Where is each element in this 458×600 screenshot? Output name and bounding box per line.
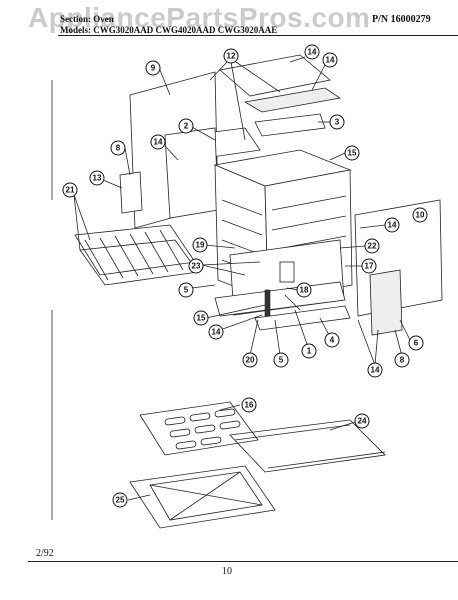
- svg-text:14: 14: [388, 221, 397, 230]
- callout-24: 24: [354, 413, 370, 429]
- callout-19: 19: [192, 237, 208, 253]
- callout-10: 14: [322, 52, 338, 68]
- svg-text:16: 16: [245, 401, 254, 410]
- svg-text:4: 4: [330, 336, 335, 345]
- callout-16: 16: [241, 397, 257, 413]
- svg-text:14: 14: [154, 138, 163, 147]
- oven-rack: [74, 224, 199, 286]
- igniter: [264, 289, 271, 317]
- side-bracket-left: [119, 171, 143, 214]
- callout-12: 14: [150, 134, 166, 150]
- broiler-rack-slide: [229, 419, 386, 473]
- models-label: Models: CWG3020AAD CWG4020AAD CWG3020AAE: [60, 25, 278, 35]
- page-number: 10: [222, 566, 232, 577]
- part-number: P/N 16000279: [372, 14, 431, 25]
- callout-8-right: 8: [394, 352, 410, 368]
- callout-1: 1: [301, 343, 317, 359]
- footer-rule: [28, 561, 458, 562]
- callout-14-left: 13: [89, 170, 105, 186]
- svg-text:15: 15: [197, 314, 206, 323]
- svg-text:13: 13: [93, 174, 102, 183]
- callout-13: 15: [344, 145, 360, 161]
- svg-text:22: 22: [368, 242, 377, 251]
- svg-text:24: 24: [358, 417, 367, 426]
- svg-text:5: 5: [184, 286, 189, 295]
- callout-14-right-bottom: 14: [367, 362, 383, 378]
- broiler-pan-insert: [139, 401, 259, 456]
- callout-22: 22: [364, 238, 380, 254]
- callout-4: 4: [324, 332, 340, 348]
- svg-text:14: 14: [308, 48, 317, 57]
- top-panel: [219, 54, 331, 97]
- svg-text:15: 15: [348, 149, 357, 158]
- svg-text:14: 14: [212, 328, 221, 337]
- callout-25: 25: [112, 492, 128, 508]
- footer-date: 2/92: [36, 548, 54, 559]
- header-rule: [58, 35, 458, 36]
- top-bracket-3: [254, 113, 326, 137]
- section-label: Section: Oven: [60, 14, 114, 24]
- igniter-bracket: [279, 261, 295, 283]
- callout-17: 17: [361, 258, 377, 274]
- callout-7: 6: [408, 335, 424, 351]
- svg-text:17: 17: [365, 262, 374, 271]
- callout-5-left: 5: [178, 282, 194, 298]
- callout-2: 2: [178, 118, 194, 134]
- burner-tube: [254, 305, 351, 331]
- callout-6: 9: [145, 60, 161, 76]
- svg-text:8: 8: [400, 356, 405, 365]
- svg-text:5: 5: [279, 356, 284, 365]
- callout-14-right: 14: [384, 217, 400, 233]
- callout-18: 18: [296, 282, 312, 298]
- watermark-logo: AppliancePartsPros.com: [28, 2, 371, 33]
- callout-15: 15: [193, 310, 209, 326]
- svg-text:6: 6: [414, 339, 419, 348]
- callout-9: 10: [412, 207, 428, 223]
- broiler-pan: [129, 465, 276, 529]
- svg-text:23: 23: [192, 262, 201, 271]
- svg-text:3: 3: [335, 118, 340, 127]
- callout-23: 23: [188, 258, 204, 274]
- svg-text:14: 14: [371, 366, 380, 375]
- callout-3: 3: [329, 114, 345, 130]
- svg-text:8: 8: [116, 144, 121, 153]
- svg-text:25: 25: [116, 496, 125, 505]
- callout-20: 20: [242, 352, 258, 368]
- svg-text:20: 20: [246, 356, 255, 365]
- svg-text:10: 10: [416, 211, 425, 220]
- callout-8-left: 8: [110, 140, 126, 156]
- svg-text:14: 14: [326, 56, 335, 65]
- svg-text:19: 19: [196, 241, 205, 250]
- callout-21: 21: [62, 182, 78, 198]
- svg-text:1: 1: [307, 347, 312, 356]
- svg-text:12: 12: [227, 52, 236, 61]
- svg-text:21: 21: [66, 186, 75, 195]
- callout-11: 14: [304, 44, 320, 60]
- svg-text:18: 18: [300, 286, 309, 295]
- side-panel: [164, 127, 219, 219]
- right-insulation: [369, 269, 403, 336]
- callout-14-bottom: 14: [208, 324, 224, 340]
- leader-lines: [73, 56, 411, 501]
- top-insulation: [243, 87, 342, 113]
- svg-text:9: 9: [151, 64, 156, 73]
- callout-5-bottom: 5: [273, 352, 289, 368]
- svg-text:2: 2: [184, 122, 189, 131]
- callout-14: 12: [223, 48, 239, 64]
